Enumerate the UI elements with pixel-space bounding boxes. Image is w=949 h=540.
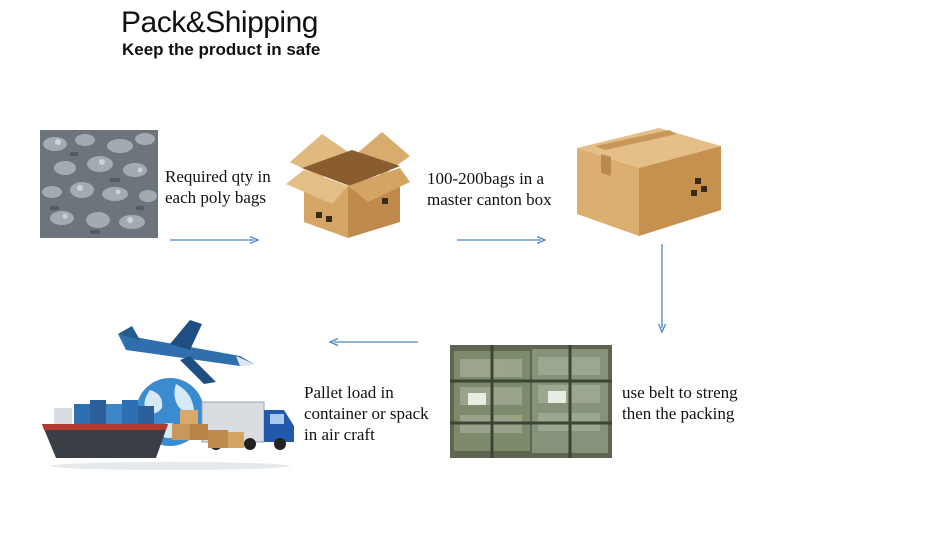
step4-line1: Pallet load in: [304, 382, 429, 403]
step3-line2: then the packing: [622, 403, 738, 424]
open-carton-box-image: [282, 126, 412, 242]
page-subtitle: Keep the product in safe: [122, 40, 320, 60]
step3-text: use belt to streng then the packing: [622, 382, 738, 424]
airplane-icon: [118, 320, 254, 384]
step3-line1: use belt to streng: [622, 382, 738, 403]
closed-carton-box-image: [573, 126, 723, 238]
step4-text: Pallet load in container or spack in air…: [304, 382, 429, 445]
arrow-right-icon: [170, 234, 260, 246]
step2-line2: master canton box: [427, 189, 552, 210]
step2-line1: 100-200bags in a: [427, 168, 552, 189]
cargo-ship-icon: [42, 400, 168, 458]
arrow-right-icon: [457, 234, 547, 246]
step1-text: Required qty in each poly bags: [165, 166, 271, 208]
page-title: Pack&Shipping: [121, 6, 318, 40]
step4-line3: in air craft: [304, 424, 429, 445]
step2-text: 100-200bags in a master canton box: [427, 168, 552, 210]
step1-line2: each poly bags: [165, 187, 271, 208]
step1-line1: Required qty in: [165, 166, 271, 187]
belted-pallet-image: [450, 345, 612, 458]
arrow-down-icon: [656, 244, 668, 334]
arrow-left-icon: [328, 336, 418, 348]
shipping-transport-image: [40, 320, 298, 470]
poly-bag-parts-image: [40, 130, 158, 238]
step4-line2: container or spack: [304, 403, 429, 424]
